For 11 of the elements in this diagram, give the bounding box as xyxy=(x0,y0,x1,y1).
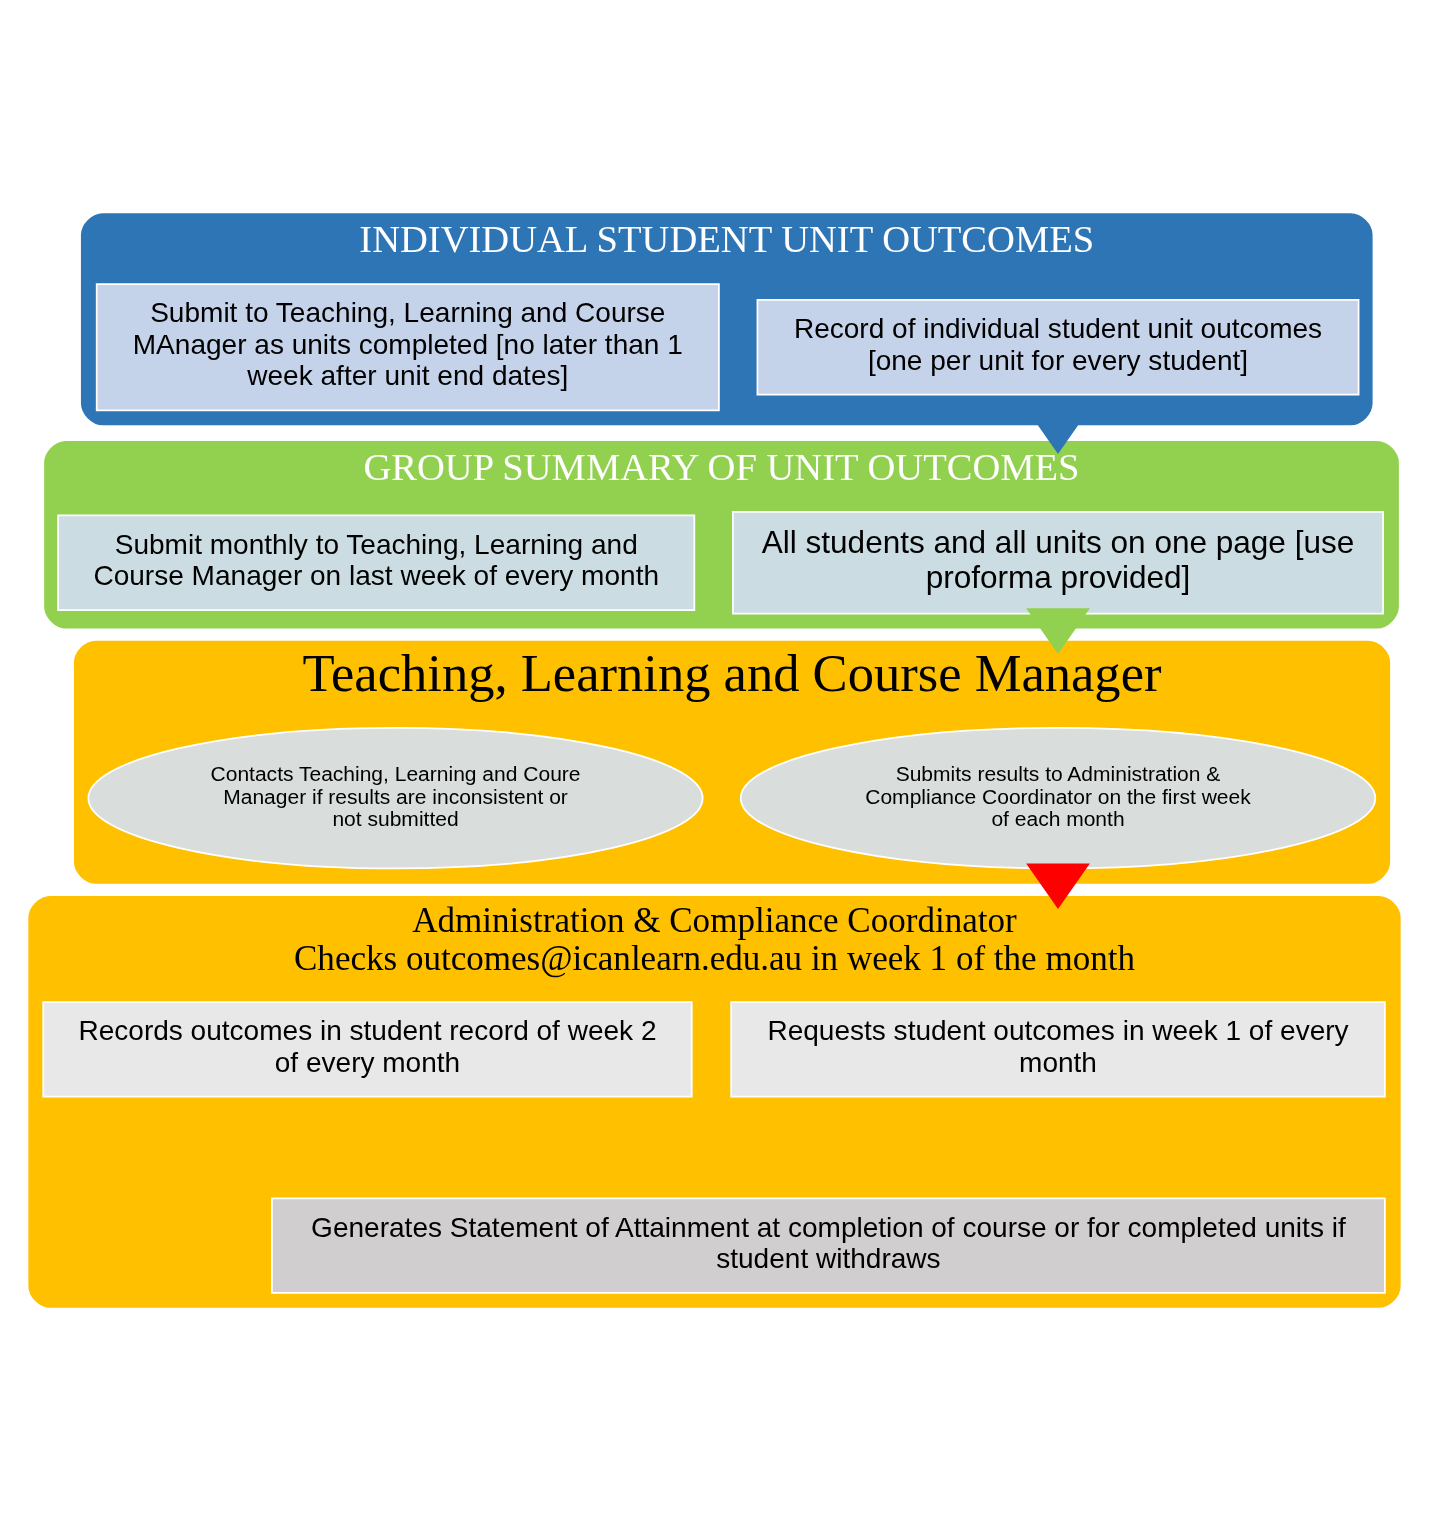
node-box: Generates Statement of Attainment at completion of course or for completed units if student withdraws xyxy=(271,1196,1386,1294)
node-box: Records outcomes in student record of week 2 of every month xyxy=(42,1000,693,1098)
arrow xyxy=(1026,863,1090,909)
node-box: Requests student outcomes in week 1 of every month xyxy=(730,1000,1386,1098)
node-box: Submit monthly to Teaching, Learning and Course Manager on last week of every month xyxy=(57,514,696,611)
node-ellipse: Submits results to Administration & Compliance Coordinator on the first week of each month xyxy=(739,726,1377,869)
node-ellipse: Contacts Teaching, Learning and Coure Manager if results are inconsistent or not submitted xyxy=(87,726,704,869)
node-box: All students and all units on one page [use proforma provided] xyxy=(732,510,1384,614)
arrow xyxy=(1026,607,1090,654)
node-box: Record of individual student unit outcomes [one per unit for every student] xyxy=(756,298,1360,395)
node-box: Submit to Teaching, Learning and Course MAnager as units completed [no later than 1 week after unit end dates] xyxy=(95,282,720,411)
